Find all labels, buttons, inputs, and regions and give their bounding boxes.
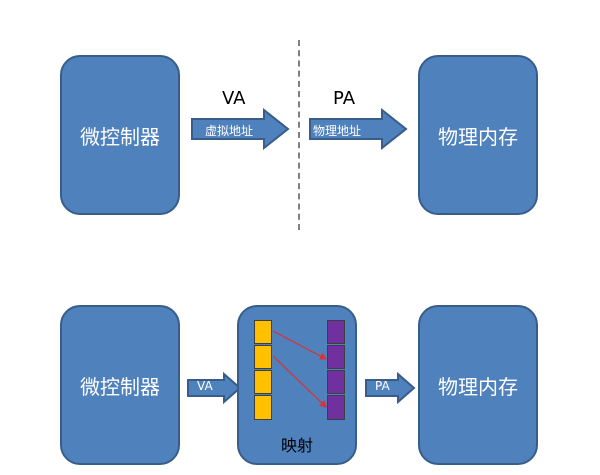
top-microcontroller-label: 微控制器	[80, 124, 160, 149]
pa-label: PA	[333, 88, 356, 109]
va-arrow	[187, 372, 242, 404]
top-physical-memory-box: 物理内存	[418, 55, 538, 215]
bottom-physical-memory-box: 物理内存	[418, 305, 538, 465]
mapping-link-1	[272, 330, 328, 360]
top-microcontroller-box: 微控制器	[60, 55, 180, 215]
physical-page-2	[327, 345, 345, 369]
physical-page-1	[327, 320, 345, 344]
virtual-page-1	[254, 320, 272, 344]
physical-page-3	[327, 370, 345, 394]
bottom-microcontroller-label: 微控制器	[80, 374, 160, 399]
va-label: VA	[222, 88, 246, 109]
virtual-page-4	[254, 395, 272, 420]
virtual-page-3	[254, 370, 272, 394]
bottom-physical-memory-label: 物理内存	[438, 374, 518, 399]
pa-arrow	[365, 372, 416, 404]
pa-arrow-text: PA	[375, 379, 390, 393]
mapping-links	[272, 330, 328, 408]
physical-address-text: 物理地址	[313, 124, 362, 138]
physical-address-arrow	[309, 108, 408, 150]
virtual-address-text: 虚拟地址	[205, 124, 254, 138]
virtual-page-2	[254, 345, 272, 369]
virtual-address-arrow	[191, 108, 290, 150]
top-physical-memory-label: 物理内存	[438, 124, 518, 149]
physical-page-4	[327, 395, 345, 420]
mapping-label: 映射	[281, 436, 314, 455]
bottom-microcontroller-box: 微控制器	[60, 305, 180, 465]
mapping-link-2	[272, 355, 327, 408]
divider-line	[298, 40, 300, 230]
va-arrow-text: VA	[197, 379, 213, 393]
